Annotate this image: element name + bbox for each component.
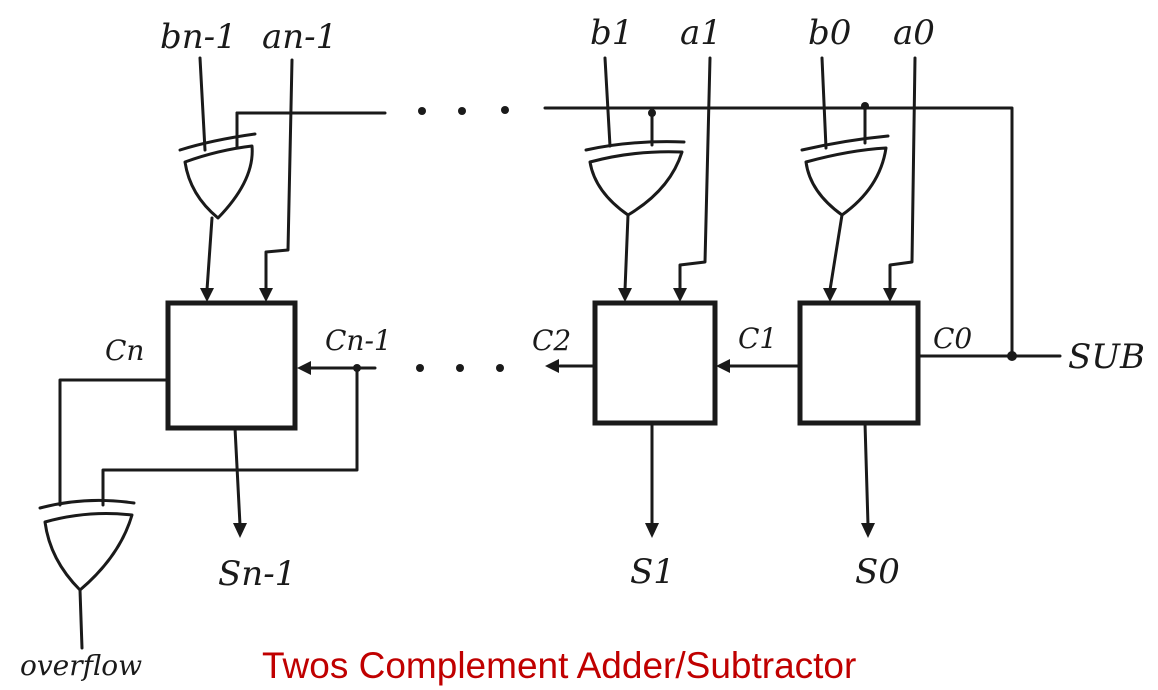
input-label-b1: b1 xyxy=(590,13,633,53)
input-label-a1: a1 xyxy=(680,13,722,53)
full-adder-0 xyxy=(797,300,921,426)
carry-label-cn: Cn xyxy=(105,334,144,367)
carry-chain-dots xyxy=(416,364,504,372)
carry-label-c0: C0 xyxy=(933,322,972,355)
xor-gate-overflow xyxy=(38,498,136,592)
full-adder-1 xyxy=(592,300,718,426)
carry-label-c2: C2 xyxy=(532,324,571,357)
diagram-caption: Twos Complement Adder/Subtractor xyxy=(262,645,856,686)
xor-gate-n-minus-1 xyxy=(178,132,257,220)
overflow-output-wire xyxy=(78,588,84,650)
ellipsis-dots xyxy=(418,106,509,115)
input-label-b0: b0 xyxy=(808,13,851,53)
sub-label: SUB xyxy=(1068,337,1145,377)
output-label-s0: S0 xyxy=(855,552,900,592)
xor-gate-0 xyxy=(800,134,890,217)
carry-label-cn-minus-1: Cn-1 xyxy=(325,324,392,357)
overflow-label: overflow xyxy=(20,649,142,682)
sub-junction-dot xyxy=(648,109,656,117)
carry-junction-dot xyxy=(353,364,361,372)
input-label-b-n-minus-1: bn-1 xyxy=(160,17,237,57)
input-label-a0: a0 xyxy=(893,13,935,53)
input-wires xyxy=(198,56,917,294)
sum-output-wires xyxy=(233,421,870,527)
carry-arrows xyxy=(297,359,730,375)
xor-gate-1 xyxy=(584,140,686,217)
sub-junction-dot xyxy=(861,102,869,110)
output-label-s-n-minus-1: Sn-1 xyxy=(218,554,296,594)
carry-chain-wires xyxy=(58,364,802,507)
input-label-a-n-minus-1: an-1 xyxy=(262,17,337,57)
full-adder-n-minus-1 xyxy=(165,300,298,431)
adder-input-arrows xyxy=(200,288,897,302)
carry-label-c1: C1 xyxy=(738,322,777,355)
sum-output-arrows xyxy=(233,523,875,538)
xor-output-wires xyxy=(205,213,844,292)
output-label-s1: S1 xyxy=(630,552,675,592)
sub-control-line xyxy=(235,104,1062,358)
sub-junction-dot xyxy=(1007,351,1017,361)
